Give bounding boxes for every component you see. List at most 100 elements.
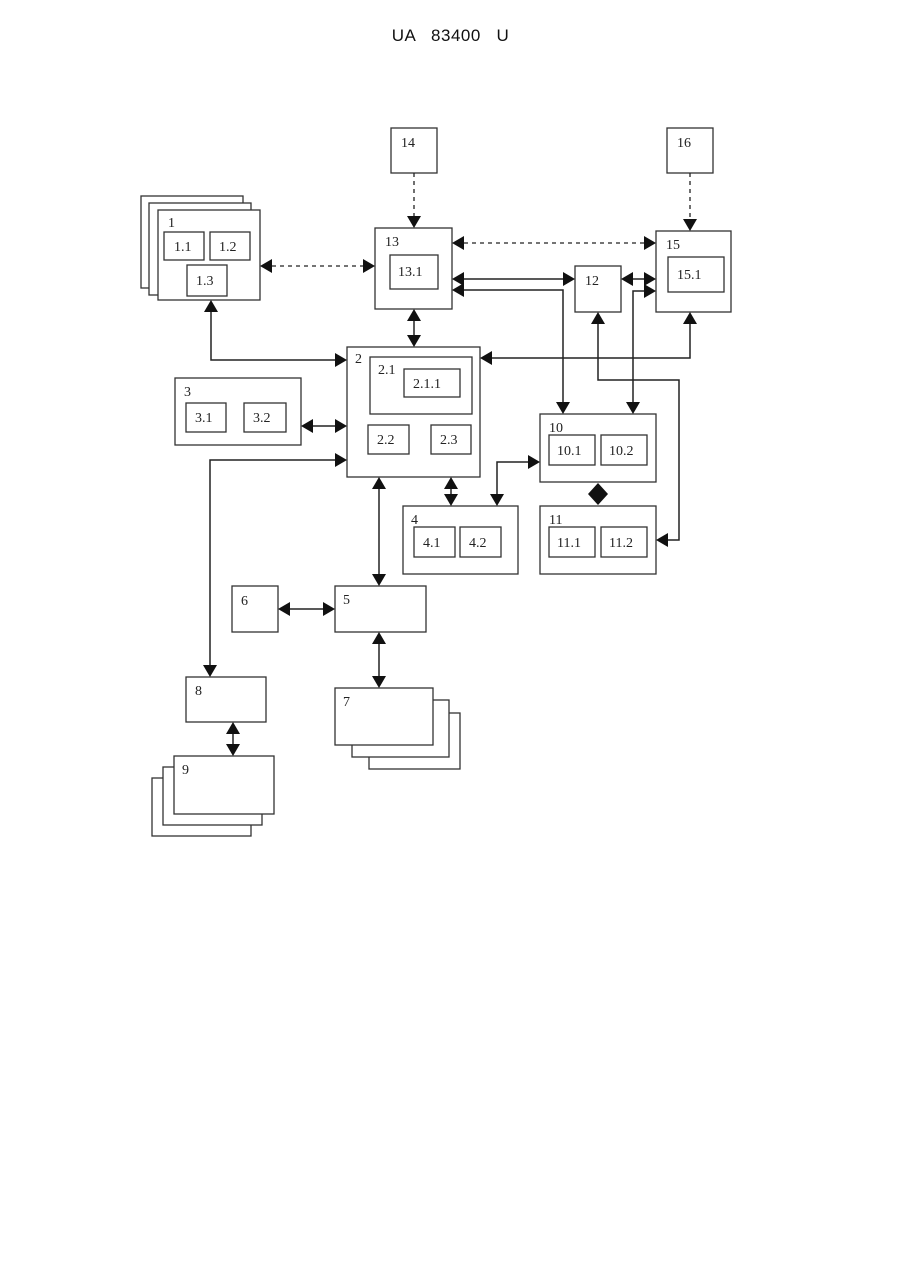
block-9-label: 9 <box>182 763 189 778</box>
block-3-label: 3 <box>184 385 191 400</box>
block-1-label: 1 <box>168 216 175 231</box>
block-label: 15.1 <box>677 268 702 283</box>
block-1: 1 1.1 1.2 1.3 <box>141 196 260 300</box>
arrow-8-9 <box>226 722 240 756</box>
block-label: 2.2 <box>377 433 395 448</box>
arrowhead <box>644 236 656 250</box>
block-frame <box>232 586 278 632</box>
arrowhead <box>588 483 608 505</box>
block-3: 3 3.1 3.2 <box>175 378 301 445</box>
block-label: 11.2 <box>609 536 633 551</box>
arrowhead <box>407 216 421 228</box>
block-label: 4.2 <box>469 536 487 551</box>
arrowhead <box>452 236 464 250</box>
arrowhead <box>621 272 633 286</box>
arrow-10-11 <box>588 483 608 505</box>
block-label: 2.1 <box>378 363 396 378</box>
arrowhead <box>683 312 697 324</box>
block-16: 16 <box>667 128 713 173</box>
arrowhead <box>260 259 272 273</box>
block-13-label: 13 <box>385 235 399 250</box>
block-5: 5 <box>335 586 426 632</box>
block-8: 8 <box>186 677 266 722</box>
arrowhead <box>363 259 375 273</box>
arrow-6-5 <box>278 602 335 616</box>
block-frame <box>174 756 274 814</box>
block-label: 10.2 <box>609 444 634 459</box>
block-12-label: 12 <box>585 274 599 289</box>
arrow-13-12 <box>452 272 575 286</box>
block-10: 10 10.1 10.2 <box>540 414 656 482</box>
arrowhead <box>490 494 504 506</box>
arrow-5-7 <box>372 632 386 688</box>
block-2: 2 2.1 2.1.1 2.2 2.3 <box>347 347 480 477</box>
arrowhead <box>407 335 421 347</box>
arrowhead <box>335 419 347 433</box>
block-13: 13 13.1 <box>375 228 452 309</box>
arrowhead <box>591 312 605 324</box>
arrow-1-2 <box>204 300 347 367</box>
arrow-16-to-15 <box>683 173 697 231</box>
arrowhead <box>528 455 540 469</box>
arrowhead <box>278 602 290 616</box>
block-6-label: 6 <box>241 594 248 609</box>
arrowhead <box>203 665 217 677</box>
arrowhead <box>480 351 492 365</box>
arrow-13-15 <box>452 236 656 250</box>
block-7-label: 7 <box>343 695 350 710</box>
block-label: 13.1 <box>398 265 423 280</box>
arrowhead <box>452 272 464 286</box>
arrowhead <box>372 632 386 644</box>
arrowhead <box>444 477 458 489</box>
block-label: 10.1 <box>557 444 582 459</box>
arrowhead <box>372 676 386 688</box>
block-label: 2.1.1 <box>413 377 441 392</box>
block-6: 6 <box>232 586 278 632</box>
arrowhead <box>644 272 656 286</box>
block-14: 14 <box>391 128 437 173</box>
block-label: 1.3 <box>196 274 214 289</box>
arrowhead <box>204 300 218 312</box>
arrowhead <box>301 419 313 433</box>
arrowhead <box>372 574 386 586</box>
arrowhead <box>335 453 347 467</box>
arrowhead <box>556 402 570 414</box>
block-label: 11.1 <box>557 536 581 551</box>
block-label: 3.1 <box>195 411 213 426</box>
block-label: 3.2 <box>253 411 271 426</box>
arrowhead <box>226 722 240 734</box>
block-9: 9 <box>152 756 274 836</box>
arrow-3-2 <box>301 419 347 433</box>
block-4: 4 4.1 4.2 <box>403 506 518 574</box>
arrowhead <box>626 402 640 414</box>
block-frame <box>575 266 621 312</box>
block-label: 1.2 <box>219 240 237 255</box>
block-4-label: 4 <box>411 513 418 528</box>
connector-line <box>633 291 644 402</box>
block-11-label: 11 <box>549 513 562 528</box>
connector-line <box>497 462 528 494</box>
arrow-15-2 <box>480 312 697 365</box>
arrowhead <box>656 533 668 547</box>
arrow-14-to-13 <box>407 173 421 228</box>
arrowhead <box>226 744 240 756</box>
block-2-label: 2 <box>355 352 362 367</box>
block-8-label: 8 <box>195 684 202 699</box>
connector-line <box>492 324 690 358</box>
arrowhead <box>644 284 656 298</box>
arrow-4-10 <box>490 455 540 506</box>
arrow-2-8 <box>203 453 347 677</box>
arrowhead <box>563 272 575 286</box>
arrow-2-5 <box>372 477 386 586</box>
block-7: 7 <box>335 688 460 769</box>
block-label: 2.3 <box>440 433 458 448</box>
block-11: 11 11.1 11.2 <box>540 506 656 574</box>
connector-line <box>211 312 335 360</box>
arrowhead <box>444 494 458 506</box>
arrow-1-13 <box>260 259 375 273</box>
arrowhead <box>407 309 421 321</box>
block-label: 1.1 <box>174 240 192 255</box>
arrow-13-2 <box>407 309 421 347</box>
connector-line <box>210 460 335 665</box>
